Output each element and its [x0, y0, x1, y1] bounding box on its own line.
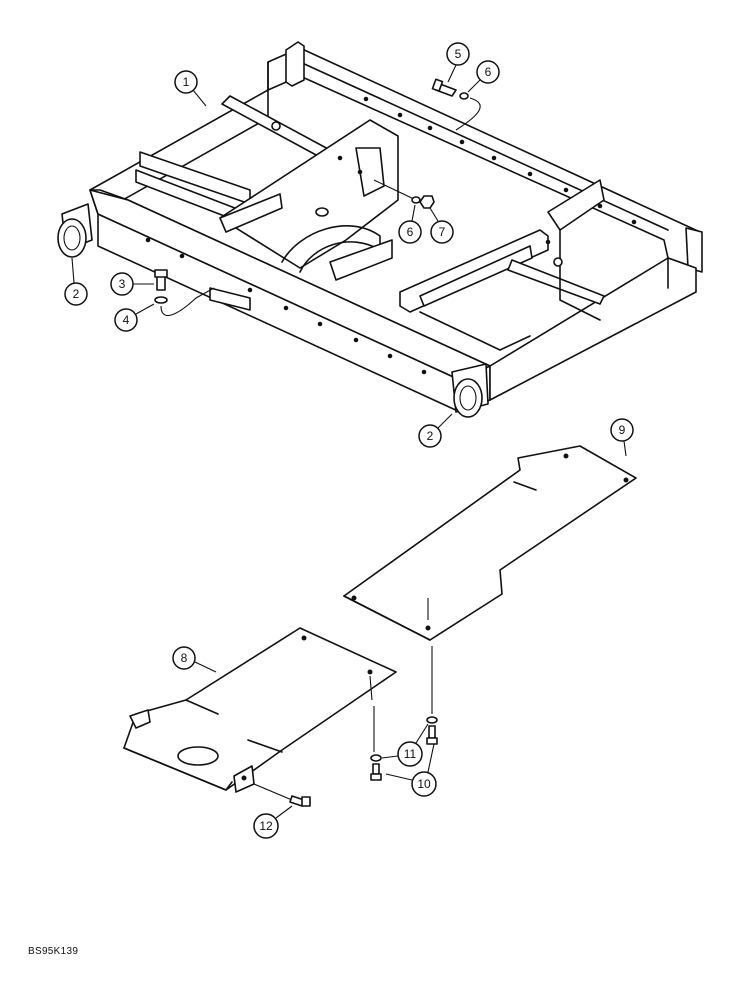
callout-11: 11: [381, 723, 429, 767]
svg-text:6: 6: [485, 65, 492, 79]
callout-9: 9: [610, 418, 634, 457]
roller-left: [57, 203, 93, 258]
callout-12: 12: [253, 805, 293, 839]
figure-reference-code: BS95K139: [28, 946, 79, 957]
svg-text:6: 6: [407, 225, 414, 239]
callout-6-top: 6: [467, 60, 500, 93]
callout-2-left: 2: [64, 257, 88, 306]
callout-3: 3: [110, 272, 154, 296]
svg-text:12: 12: [259, 819, 273, 833]
svg-text:1: 1: [183, 75, 190, 89]
roller-right: [451, 363, 489, 418]
callout-1: 1: [174, 70, 207, 107]
svg-text:3: 3: [119, 277, 126, 291]
svg-text:9: 9: [619, 423, 626, 437]
washer-4: [154, 296, 168, 304]
fastener-set-left: [370, 706, 382, 781]
fastener-set-right: [426, 646, 438, 745]
callout-2-right: 2: [418, 413, 453, 448]
cover-plate-8: [123, 627, 397, 793]
washer-6-lower: [411, 196, 421, 204]
frame-assembly: [89, 41, 703, 413]
svg-text:2: 2: [73, 287, 80, 301]
rear-rail-end-plate-right: [685, 227, 703, 273]
callout-8: 8: [172, 646, 217, 673]
callout-5: 5: [446, 42, 470, 83]
center-mount-plate: [219, 119, 399, 269]
right-side-rail: [489, 257, 697, 401]
callout-4: 4: [114, 303, 155, 332]
bolt-3: [154, 269, 168, 291]
callout-7: 7: [429, 207, 454, 244]
screw-12: [253, 783, 311, 807]
callout-10: 10: [385, 743, 437, 797]
svg-text:8: 8: [181, 651, 188, 665]
callout-6-lower: 6: [398, 204, 422, 244]
cover-plate-9: [343, 445, 637, 641]
svg-text:4: 4: [123, 313, 130, 327]
svg-text:7: 7: [439, 225, 446, 239]
nut-7: [419, 195, 435, 209]
rear-rail-end-plate-left: [285, 41, 305, 87]
rail-mounting-holes: [145, 96, 637, 375]
svg-text:10: 10: [417, 777, 431, 791]
bolt-5: [431, 78, 457, 97]
svg-text:5: 5: [455, 47, 462, 61]
washer-6-top: [459, 92, 469, 100]
svg-text:2: 2: [427, 429, 434, 443]
svg-text:11: 11: [404, 747, 417, 761]
